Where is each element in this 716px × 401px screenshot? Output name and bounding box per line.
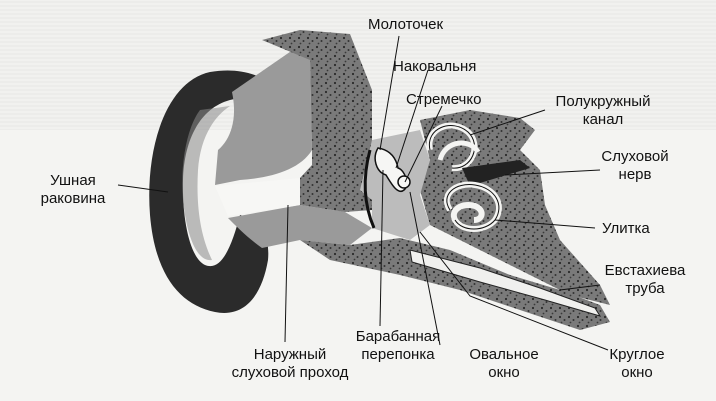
- cochlea-outline: [446, 184, 500, 230]
- pinna-highlight: [182, 106, 230, 261]
- label-eustachian-tube: Евстахиева труба: [604, 262, 686, 297]
- label-oval-window: Овальное окно: [469, 346, 539, 381]
- ear-canal-upper-wall: [215, 45, 312, 185]
- leader-ear-canal: [284, 204, 289, 343]
- label-ear-canal: Наружный слуховой проход: [231, 346, 349, 381]
- eardrum-shape: [363, 149, 376, 229]
- label-eardrum: Барабанная перепонка: [355, 328, 441, 363]
- temporal-bone-lower: [300, 238, 610, 330]
- temporal-bone-upper: [262, 30, 372, 160]
- ossicle-joint: [397, 175, 411, 189]
- label-semicircular-canal: Полукружный канал: [555, 93, 651, 128]
- leader-eardrum: [379, 169, 384, 327]
- semicircular-canals-outline: [428, 125, 476, 169]
- temporal-bone-middle: [300, 150, 372, 212]
- leader-hammer: [379, 35, 400, 151]
- pinna-shape: [149, 70, 269, 313]
- leader-stirrup: [404, 105, 443, 183]
- label-pinna: Ушная раковина: [40, 172, 106, 207]
- leader-cochlea: [494, 219, 596, 229]
- label-round-window: Круглое окно: [609, 346, 665, 381]
- eustachian-tube: [409, 249, 602, 317]
- leader-eustachian: [559, 284, 601, 291]
- leader-auditory-nerve: [504, 169, 601, 176]
- semicircular-canal-2: [437, 140, 481, 161]
- auditory-nerve-shape: [462, 160, 530, 186]
- leader-semicircular: [469, 109, 546, 136]
- label-auditory-nerve: Слуховой нерв: [601, 148, 669, 183]
- leader-pinna: [117, 184, 169, 193]
- label-anvil: Наковальня: [393, 58, 477, 75]
- leader-round-window: [419, 231, 609, 351]
- label-cochlea: Улитка: [602, 220, 650, 237]
- label-stirrup: Стремечко: [406, 91, 482, 108]
- leader-oval-window: [409, 191, 441, 346]
- ear-canal-lower-wall: [228, 205, 372, 248]
- leader-lines: [117, 35, 609, 351]
- leader-anvil: [395, 69, 429, 169]
- label-hammer: Молоточек: [368, 16, 444, 33]
